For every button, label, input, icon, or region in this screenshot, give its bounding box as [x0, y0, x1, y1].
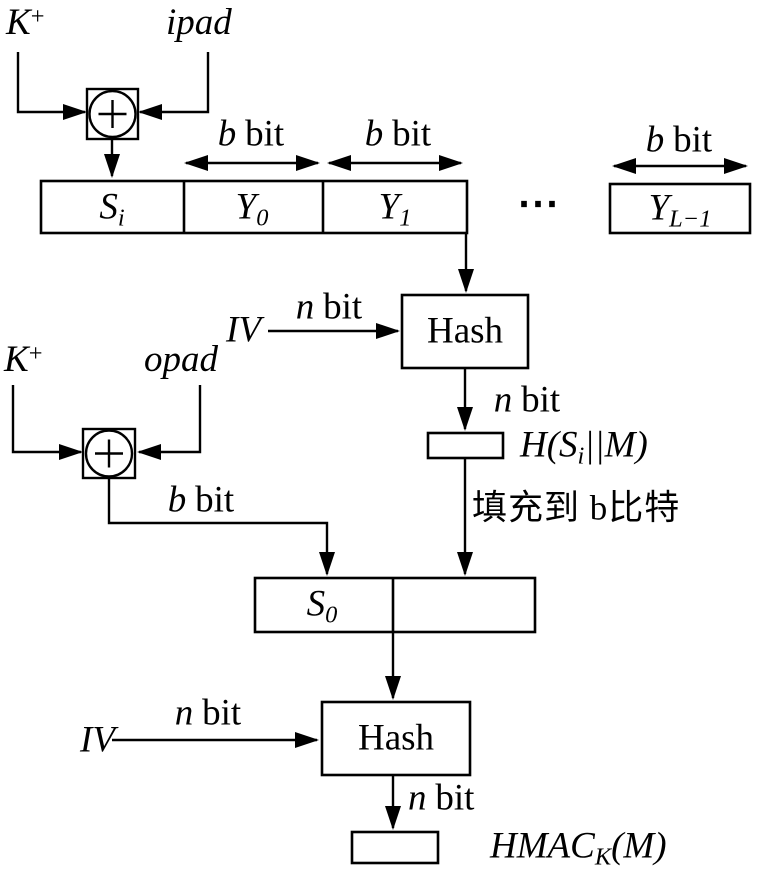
xor-icon-bottom — [81, 427, 137, 480]
block-yl1-label: YL−1 — [648, 187, 712, 233]
block-si-label: Si — [99, 186, 125, 232]
k-plus-bottom-label: K+ — [4, 339, 43, 380]
k-plus-bottom-arrow — [11, 385, 83, 460]
h-si-m-label: H(Si||M) — [520, 424, 648, 470]
ellipsis: ⋯ — [517, 181, 559, 227]
hash1-label: Hash — [426, 310, 504, 352]
hash2-label: Hash — [357, 717, 435, 759]
block-s0-label: S0 — [306, 583, 338, 629]
message-blocks-row — [39, 179, 469, 235]
opad-arrow — [137, 385, 202, 460]
k-plus-top-label: K+ — [6, 2, 45, 43]
k-plus-top-arrow — [16, 52, 87, 120]
pad-note-label: 填充到 b比特 — [472, 488, 681, 528]
hmac-result-label: HMACK(M) — [490, 825, 667, 871]
hash1-box — [400, 293, 530, 370]
iv-top-label: IV — [226, 309, 261, 351]
hmac-output-box — [350, 830, 440, 865]
xor-icon-top — [85, 87, 140, 141]
hash2-box — [320, 700, 472, 777]
xor-bottom-to-s0-arrow — [107, 478, 335, 576]
block-y-l-1 — [608, 182, 752, 235]
ipad-arrow — [138, 52, 210, 120]
opad-label: opad — [144, 339, 218, 380]
iv-bottom-label: IV — [80, 719, 115, 761]
s0-blocks-row — [253, 576, 537, 634]
ipad-label: ipad — [166, 2, 232, 43]
block-y0-label: Y0 — [235, 186, 269, 232]
digest1-box — [426, 431, 505, 460]
block-y1-label: Y1 — [378, 186, 412, 232]
